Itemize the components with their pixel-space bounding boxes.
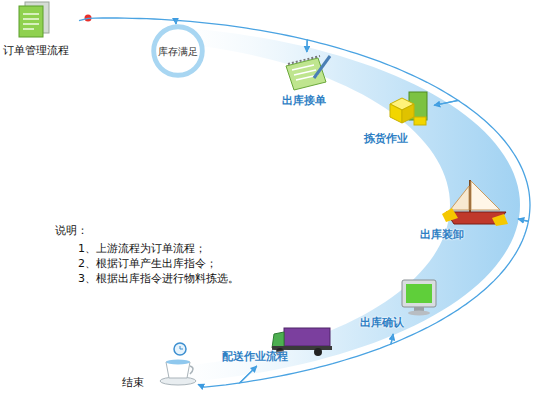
- node-label: 出库装卸: [420, 228, 464, 241]
- process-step: 出库装卸: [418, 172, 518, 244]
- node-label: 出库接单: [282, 94, 326, 107]
- process-step: 出库确认: [358, 270, 442, 334]
- teacup-icon: [160, 343, 196, 385]
- flow-band: [169, 28, 520, 383]
- clipboard-icon-part: [314, 56, 330, 78]
- flow-arrow: [307, 40, 458, 106]
- teacup-icon-part: [190, 366, 193, 374]
- truck-icon-part: [314, 348, 322, 356]
- boat-icon-part: [450, 186, 469, 210]
- clipboard-icon: [286, 56, 330, 90]
- document-icon-part: [23, 14, 39, 29]
- document-icon-part: [19, 6, 43, 37]
- flow-arrow: [79, 18, 176, 24]
- document-icon: [19, 2, 49, 37]
- server-icon-part: [414, 117, 426, 125]
- note-text: 1、上游流程为订单流程；: [78, 242, 206, 255]
- boat-icon-part: [492, 214, 508, 226]
- process-step: 拣货作业: [360, 78, 434, 148]
- note-text: 说明：: [55, 224, 88, 237]
- node-label: 结束: [122, 376, 144, 389]
- node-label: 库存满足: [158, 45, 198, 58]
- teacup-icon-part: [166, 360, 190, 365]
- server-icon-part: [390, 104, 402, 123]
- boat-icon-part: [471, 181, 500, 210]
- end-node: 结束: [118, 340, 198, 394]
- monitor-icon-part: [406, 284, 432, 303]
- start-node: 订单管理流程: [3, 2, 79, 60]
- boat-icon: [442, 180, 508, 226]
- process-step: 配送作业流程: [220, 322, 338, 366]
- node-label: 拣货作业: [364, 132, 408, 145]
- teacup-icon-part: [180, 346, 183, 349]
- monitor-icon-part: [414, 307, 424, 311]
- monitor-icon: [402, 280, 436, 316]
- boat-icon-part: [442, 208, 458, 222]
- truck-icon-part: [272, 332, 284, 348]
- node-label: 出库确认: [360, 316, 404, 329]
- truck-icon-part: [284, 328, 330, 346]
- node-label: 配送作业流程: [222, 350, 288, 363]
- monitor-icon-part: [408, 311, 430, 316]
- server-icon-part: [402, 104, 414, 123]
- note-text: 3、根据出库指令进行物料拣选。: [78, 272, 239, 285]
- teacup-icon-part: [174, 343, 186, 355]
- flow-arrow: [198, 366, 257, 387]
- flow-arrow: [391, 219, 528, 344]
- flow-arrow: [434, 100, 530, 221]
- monitor-icon-part: [402, 280, 436, 307]
- server-icon: [390, 92, 427, 125]
- note-text: 2、根据订单产生出库指令；: [78, 257, 217, 270]
- condition-circle: 库存满足: [151, 24, 205, 78]
- clipboard-icon-part: [288, 56, 320, 64]
- circle-ring: [154, 27, 203, 76]
- process-step: 出库接单: [278, 52, 334, 110]
- node-label: 订单管理流程: [3, 44, 69, 57]
